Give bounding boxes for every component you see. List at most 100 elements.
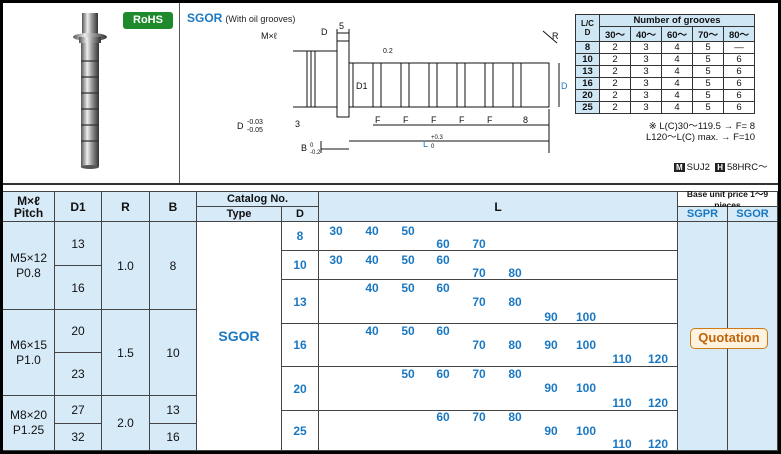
d1-cell: 32 [55,424,102,451]
drawing-dim8: 8 [523,115,528,125]
drawing-dim5: 5 [339,21,344,31]
l-value: 60 [436,324,450,338]
header-price: Base unit price 1～9 pieces [678,189,778,210]
header-catalog: Catalog No. [197,192,319,207]
l-value: 50 [401,281,415,295]
d-cell: 8 [282,222,319,251]
drawing-b-label: B [301,143,307,153]
grooves-title: Number of grooves [599,14,755,27]
drawing-d-left-bottom: D [237,121,244,131]
r-cell: 2.0 [102,396,150,451]
header-type: Type [197,207,282,222]
drawing-l-top: +0.3 [431,135,444,141]
grooves-col: 60～ [661,26,693,42]
grooves-col: 40～ [630,26,662,42]
product-title: SGOR(With oil grooves) [187,11,295,25]
drawing-d-right: D [561,81,568,91]
l-row [319,222,678,251]
drawing-r-label: R [552,31,559,41]
header-d1: D1 [55,192,102,222]
d-cell: 20 [282,367,319,411]
drawing-f-1: F [375,115,381,125]
product-subtitle: (With oil grooves) [225,14,296,24]
header-d: D [282,207,319,222]
drawing-l-bot: 0 [431,144,435,150]
drawing-dl-top: -0.03 [247,119,263,126]
quotation-button[interactable]: Quotation [690,328,768,349]
l-value: 80 [508,410,522,424]
header-sgor: SGOR [728,207,778,222]
d1-cell: 20 [55,310,102,353]
drawing-f-4: F [459,115,465,125]
l-value: 40 [365,224,379,238]
l-value: 70 [472,367,486,381]
l-value: 90 [544,381,558,395]
l-value: 70 [472,338,486,352]
l-value: 120 [647,396,669,410]
drawing-b-top: 0 [310,143,314,149]
b-cell: 16 [150,424,197,451]
l-value: 90 [544,338,558,352]
l-value: 70 [472,266,486,280]
grooves-col: 30～ [599,26,631,42]
l-value: 60 [436,410,450,424]
r-cell: 1.5 [102,310,150,396]
d1-cell: 23 [55,353,102,396]
l-value: 100 [575,381,597,395]
page-frame: RoHS SGOR(With oil grooves) [3,3,778,451]
header-b: B [150,192,197,222]
l-value: 40 [365,324,379,338]
l-row [319,251,678,280]
grooves-col: 70～ [692,26,724,42]
header-sgpr: SGPR [678,207,728,222]
l-value: 30 [329,253,343,267]
drawing-m-label: M×ℓ [261,31,278,41]
l-value: 30 [329,224,343,238]
note-line-2: L120～L(C) max. → F=10 [645,132,755,143]
hardness-text: 58HRC～ [726,162,768,173]
section-divider [3,183,778,185]
header-l: L [319,192,678,222]
l-value: 40 [365,253,379,267]
rohs-badge: RoHS [123,12,173,29]
d-cell: 25 [282,411,319,451]
l-value: 60 [436,253,450,267]
drawing-d1: D1 [356,81,368,91]
divider [179,3,180,183]
d1-cell: 13 [55,222,102,266]
r-cell: 1.0 [102,222,150,310]
l-value: 50 [401,224,415,238]
material-icon: M [674,163,685,172]
l-value: 80 [508,266,522,280]
b-cell: 10 [150,310,197,396]
l-value: 80 [508,367,522,381]
l-value: 100 [575,310,597,324]
header-r: R [102,192,150,222]
drawing-dim3: 3 [295,119,300,129]
l-value: 60 [436,281,450,295]
l-row [319,411,678,451]
material-text: SUJ2 [686,162,710,173]
l-value: 110 [612,396,632,410]
type-cell: SGOR [197,222,282,451]
l-value: 50 [401,324,415,338]
drawing-l-label: L [423,139,428,149]
l-value: 60 [436,237,450,251]
l-row [319,367,678,411]
l-value: 100 [575,338,597,352]
l-value: 50 [401,367,415,381]
hardness-icon: H [715,163,725,172]
drawing-dl-bot: -0.05 [247,127,263,134]
pin-photo-image [73,13,107,169]
l-value: 60 [436,367,450,381]
grooves-col: 80～ [723,26,755,42]
l-value: 80 [508,295,522,309]
b-cell: 13 [150,396,197,424]
